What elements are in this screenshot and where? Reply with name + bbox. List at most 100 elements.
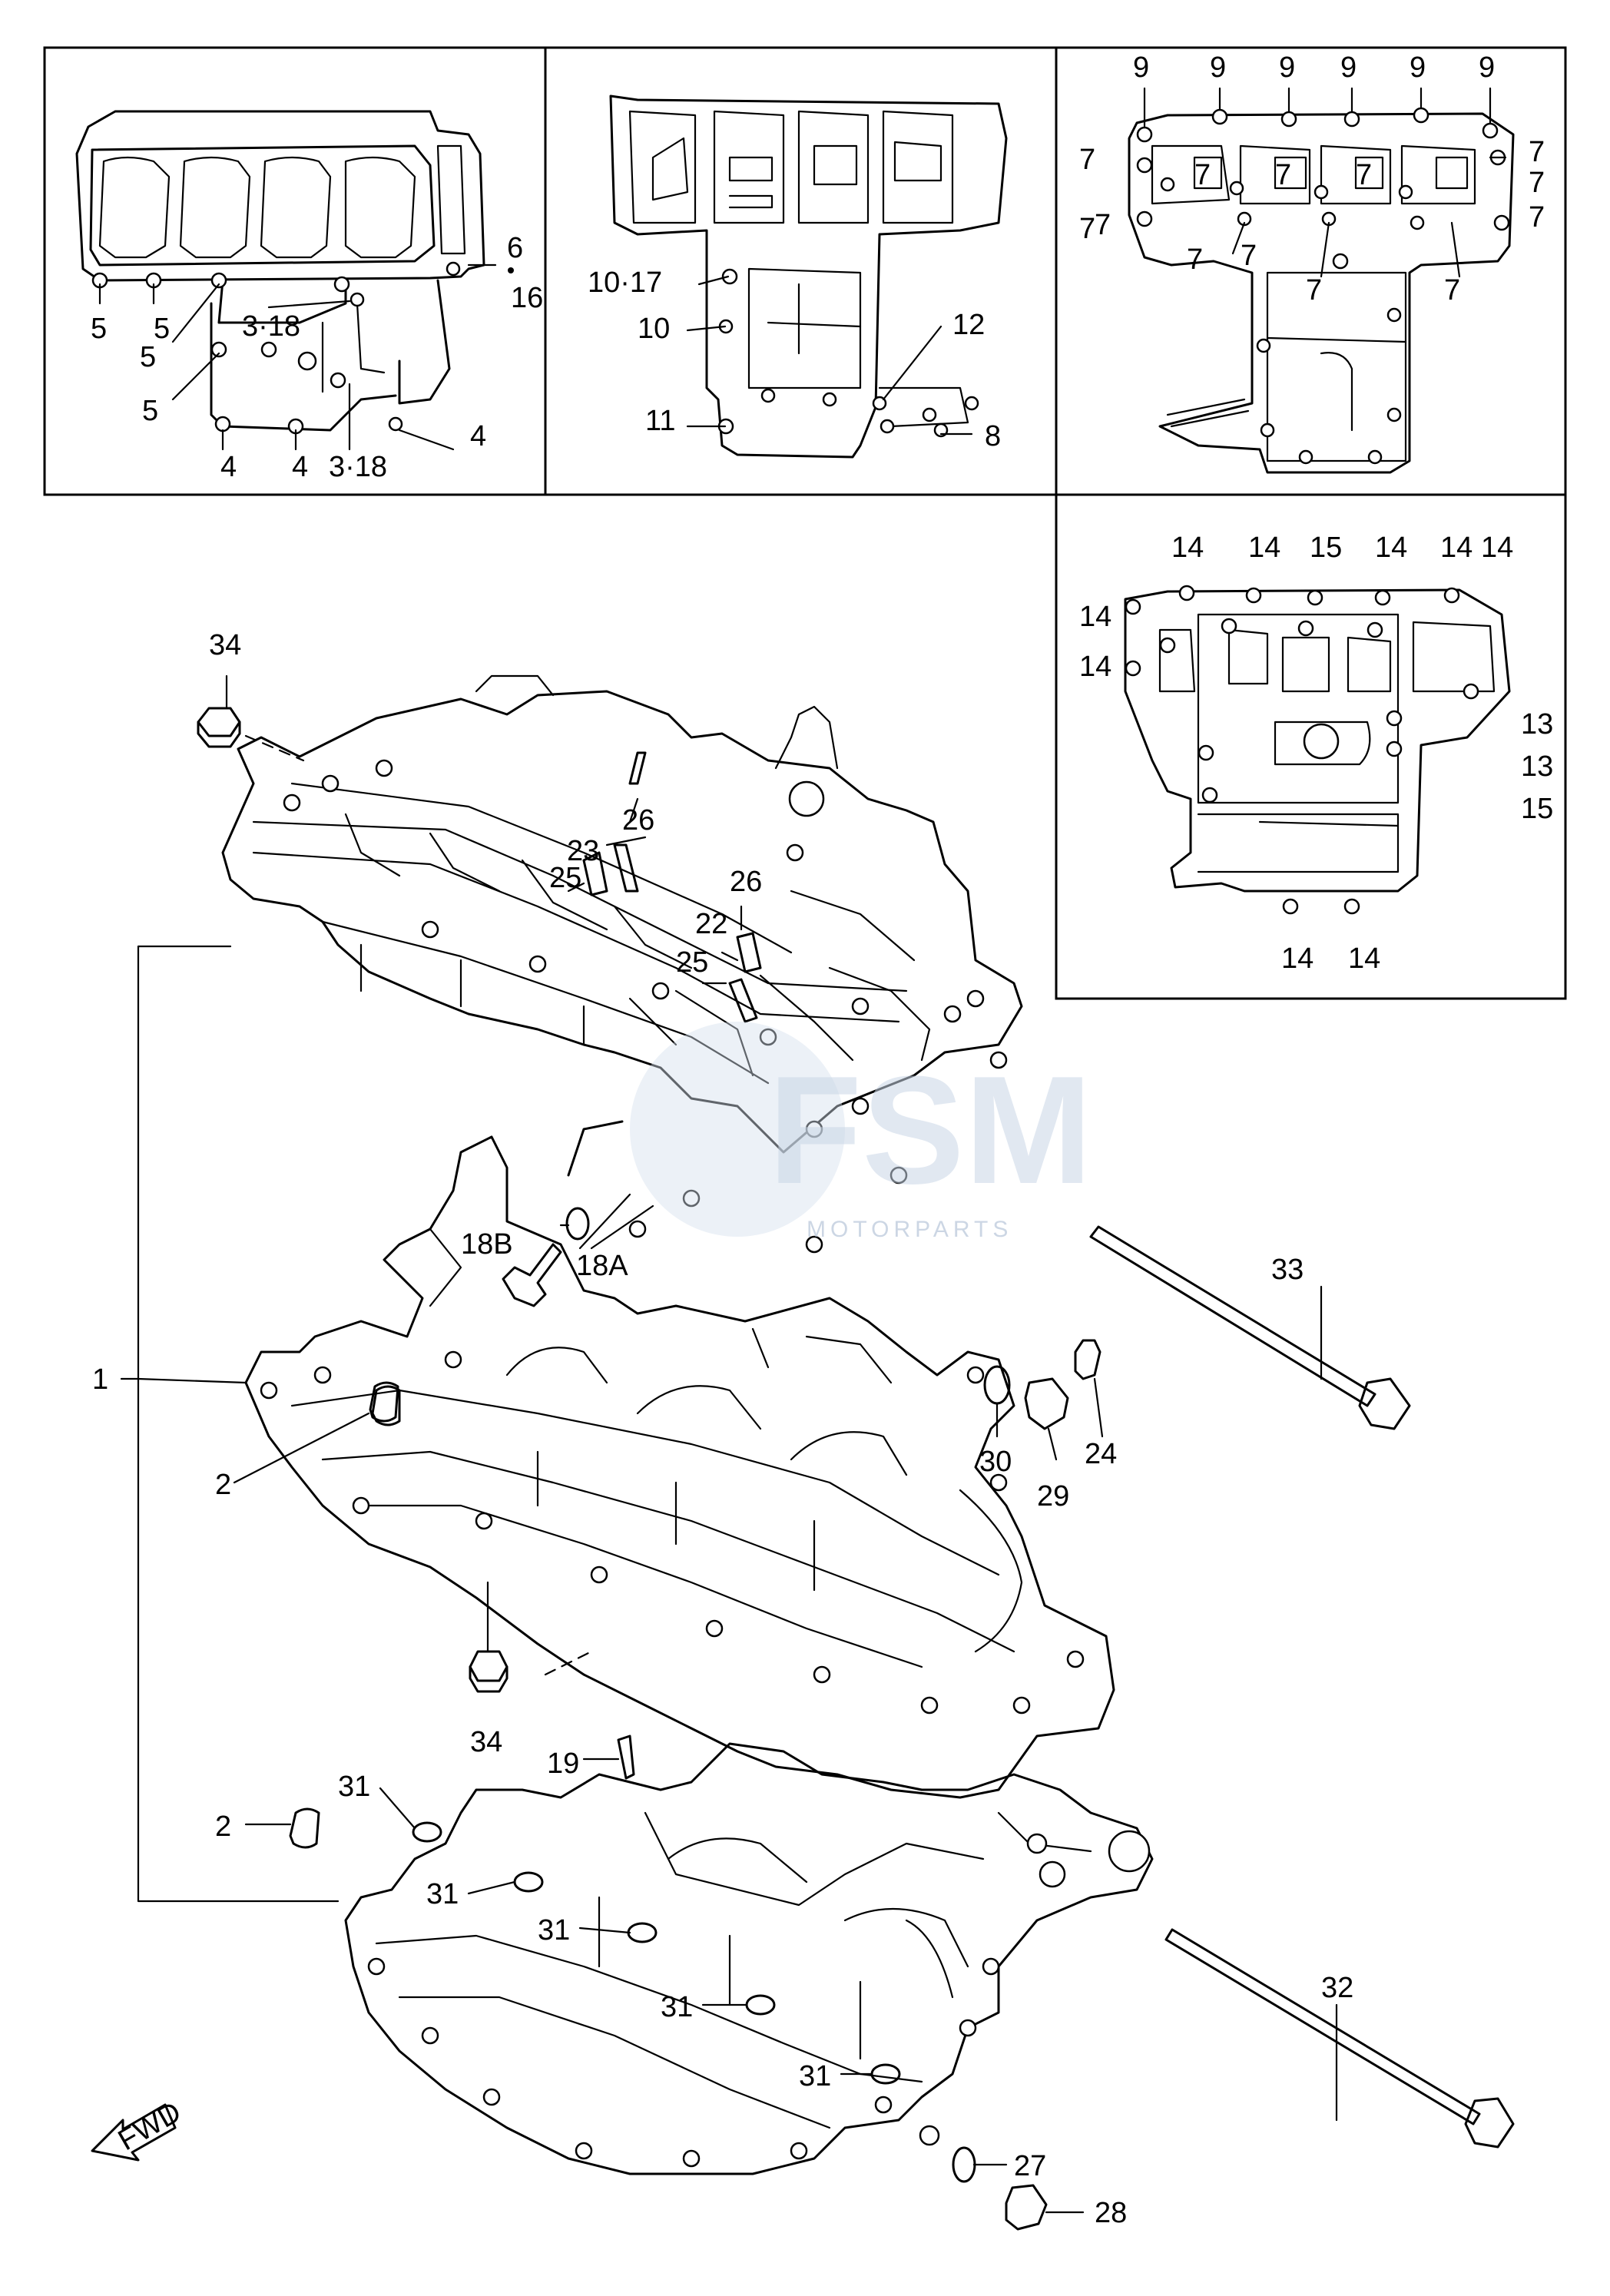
callout-main-7: 18B <box>461 1228 513 1261</box>
callout-inset4-1: 14 <box>1248 532 1280 564</box>
callout-inset3-4: 9 <box>1410 51 1426 84</box>
callout-inset3-2: 9 <box>1279 51 1295 84</box>
callout-inset4-11: 14 <box>1281 943 1314 975</box>
callout-main-9: 33 <box>1271 1254 1304 1286</box>
callout-inset3-9: 7 <box>1194 159 1211 191</box>
callout-inset4-10: 15 <box>1521 793 1553 825</box>
callout-main-5: 22 <box>695 908 727 940</box>
fwd-label: FWD <box>113 2096 187 2157</box>
callout-main-4: 26 <box>730 866 762 898</box>
callout-inset1-1: 5 <box>154 313 170 345</box>
callout-inset1-10: 4 <box>470 420 486 452</box>
inset-frames <box>43 46 1567 1000</box>
leader-lines <box>98 87 1507 2214</box>
callout-inset4-2: 15 <box>1310 532 1342 564</box>
stud-bolt-32 <box>1164 1928 1481 2125</box>
callout-inset3-12: 7 <box>1187 244 1203 276</box>
callout-inset4-7: 14 <box>1079 651 1111 683</box>
callout-inset2-1: 10 <box>638 313 670 345</box>
plug-29 <box>1024 1377 1069 1430</box>
callout-main-15: 34 <box>470 1726 502 1758</box>
callout-main-20: 31 <box>538 1914 570 1946</box>
callout-inset3-7: 7 <box>1095 209 1111 241</box>
callout-inset3-13: 7 <box>1306 274 1322 306</box>
callout-inset1-8: 4 <box>220 451 237 483</box>
callout-inset3-17: 7 <box>1529 201 1545 234</box>
callout-inset3-18: 7 <box>1241 240 1257 272</box>
callout-main-12: 24 <box>1085 1438 1117 1470</box>
bolt-24 <box>1074 1339 1101 1380</box>
callout-inset4-12: 14 <box>1348 943 1380 975</box>
callout-inset3-5: 9 <box>1479 51 1495 84</box>
inset1-upper-case-top-view <box>75 110 514 435</box>
callout-main-23: 32 <box>1321 1972 1353 2004</box>
watermark-subtitle: MOTORPARTS <box>807 1217 1012 1242</box>
callout-inset1-3: 5 <box>142 395 158 427</box>
watermark: FSM MOTORPARTS <box>630 1022 1092 1242</box>
callout-inset1-4: 6 <box>507 232 523 264</box>
nut-34-lower <box>469 1650 509 1682</box>
callout-main-0: 34 <box>209 629 241 661</box>
callout-main-2: 26 <box>622 804 654 837</box>
callout-main-8: 18A <box>576 1250 628 1282</box>
stud-bolt-33 <box>1089 1225 1376 1407</box>
callout-inset3-15: 7 <box>1529 136 1545 168</box>
callout-main-14: 2 <box>215 1469 231 1501</box>
dowel-pin-upper <box>369 1381 399 1423</box>
lower-crankcase-outline <box>344 1742 1154 2175</box>
callout-inset2-2: 11 <box>645 405 675 437</box>
inset2-upper-case-bottom-view <box>609 94 1008 459</box>
callout-inset4-9: 13 <box>1521 750 1553 783</box>
callout-inset1-2: 5 <box>140 341 156 373</box>
callout-inset1-7: 3·18 <box>329 451 387 483</box>
callout-inset1-5: 16 <box>511 282 543 314</box>
drain-plug-28 <box>1005 2184 1048 2231</box>
callout-main-1: 23 <box>567 835 599 867</box>
washer-30 <box>983 1365 1011 1405</box>
callout-inset1-9: 4 <box>292 451 308 483</box>
watermark-logo: FSM <box>768 1045 1092 1216</box>
callout-inset1-6: 3·18 <box>242 310 300 343</box>
callout-inset3-1: 9 <box>1210 51 1226 84</box>
dowel-pin-lower <box>289 1807 320 1849</box>
fwd-arrow: FWD <box>91 2096 187 2162</box>
callout-inset3-11: 7 <box>1356 159 1372 191</box>
callout-inset3-3: 9 <box>1340 51 1357 84</box>
middle-crankcase-outline <box>244 1135 1115 1799</box>
callout-inset4-5: 14 <box>1481 532 1513 564</box>
callout-main-19: 31 <box>426 1878 459 1910</box>
callout-main-16: 19 <box>547 1748 579 1780</box>
callout-inset1-0: 5 <box>91 313 107 345</box>
callout-inset4-3: 14 <box>1375 532 1407 564</box>
jet-19 <box>617 1734 635 1780</box>
callout-inset4-0: 14 <box>1171 532 1204 564</box>
callout-inset2-3: 12 <box>952 309 985 341</box>
loose-parts <box>197 707 1515 2231</box>
callout-inset3-10: 7 <box>1275 159 1291 191</box>
callout-inset3-16: 7 <box>1529 167 1545 199</box>
washer-27 <box>952 2146 976 2183</box>
callout-main-11: 30 <box>979 1446 1012 1478</box>
callout-inset3-0: 9 <box>1133 51 1149 84</box>
callout-main-18: 2 <box>215 1811 231 1843</box>
callout-main-10: 1 <box>92 1363 108 1396</box>
callout-inset2-4: 8 <box>985 420 1001 452</box>
callout-main-13: 29 <box>1037 1480 1069 1512</box>
callout-main-6: 25 <box>676 946 708 979</box>
callout-inset4-8: 13 <box>1521 708 1553 740</box>
callout-main-17: 31 <box>338 1771 370 1803</box>
callout-main-24: 27 <box>1014 2150 1046 2182</box>
callout-inset3-14: 7 <box>1444 274 1460 306</box>
nut-34-top <box>197 707 241 737</box>
callout-main-22: 31 <box>799 2060 831 2092</box>
inset3-lower-case-top-view <box>1128 107 1515 474</box>
callout-inset4-4: 14 <box>1440 532 1473 564</box>
upper-crankcase-outline <box>221 674 1023 1254</box>
callout-main-3: 25 <box>549 862 581 894</box>
inset4-lower-case-bottom-view <box>1124 585 1511 915</box>
callout-inset3-8: 7 <box>1079 213 1095 245</box>
callout-main-25: 28 <box>1095 2197 1127 2229</box>
callout-inset3-6: 7 <box>1079 144 1095 176</box>
